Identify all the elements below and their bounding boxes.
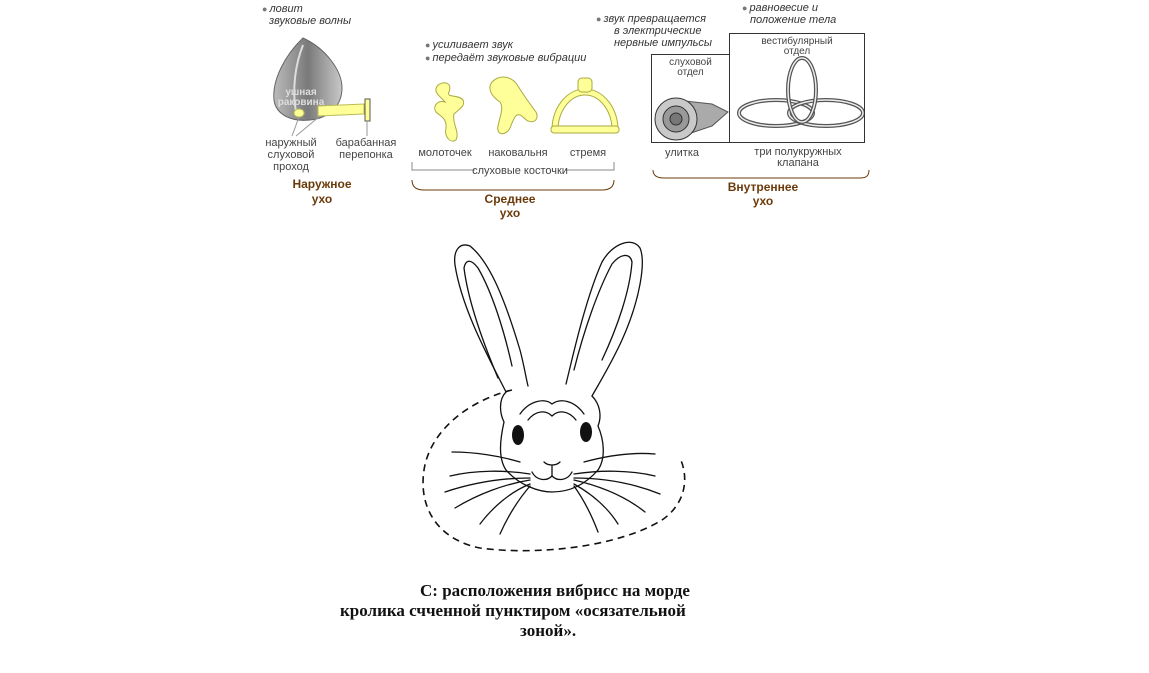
eardrum-label-line-1: барабанная — [335, 137, 397, 149]
semicircular-canals-drawing — [737, 56, 865, 128]
rabbit-caption-line-3: зоной». — [520, 621, 577, 640]
vestibular-section-box — [729, 33, 865, 143]
malleus-label: молоточек — [418, 147, 472, 159]
outer-ear-note-line-2: звуковые волны — [269, 15, 352, 27]
tactile-zone-outline — [422, 389, 686, 552]
ear-canal-drawing — [293, 103, 365, 118]
vestibular-section-label-1: вестибулярный — [761, 36, 833, 47]
middle-ear-title-line-1: Среднее — [484, 192, 536, 206]
middle-ear-note-2: передаёт звуковые вибрации — [425, 52, 586, 64]
outer-ear-note-line-1: ловит — [262, 3, 302, 15]
auditory-section-label-1: слуховой — [669, 57, 712, 68]
ear-canal-label-line-3: проход — [273, 161, 309, 173]
outer-ear-title-line-1: Наружное — [292, 177, 352, 191]
eardrum-drawing — [364, 98, 371, 122]
rabbit-left-eye — [512, 425, 524, 445]
inner-ear-title-line-2: ухо — [752, 194, 774, 208]
cochlea-label: улитка — [664, 147, 700, 159]
pinna-drawing — [273, 37, 343, 121]
rabbit-caption-line-2: кролика счченной пунктиром «осязательной — [340, 601, 686, 620]
inner-ear-note-left-2: в электрические — [614, 25, 702, 37]
vestibular-section-label-2: отдел — [783, 46, 811, 57]
rabbit-drawing — [444, 241, 661, 535]
canals-label-line-1: три полукружных — [754, 146, 842, 158]
malleus-drawing — [434, 82, 465, 142]
incus-drawing — [489, 76, 538, 135]
middle-ear-title-line-2: ухо — [499, 206, 521, 220]
inner-ear-note-right-1: равновесие и — [742, 2, 818, 14]
canals-label-line-2: клапана — [777, 157, 819, 169]
auditory-section-label-2: отдел — [677, 67, 704, 78]
rabbit-right-eye — [580, 422, 592, 442]
ossicles-bracket — [411, 162, 615, 171]
inner-ear-note-right-2: положение тела — [750, 14, 837, 26]
pinna-label-line-1: ушная — [285, 87, 317, 98]
incus-label: наковальня — [488, 147, 548, 159]
inner-ear-note-left-3: нервные импульсы — [614, 37, 713, 49]
eardrum-label-line-2: перепонка — [339, 149, 393, 161]
stapes-label: стремя — [569, 147, 607, 159]
inner-ear-note-left-1: звук превращается — [596, 13, 706, 25]
cochlea-drawing — [654, 97, 729, 141]
pinna-label-line-2: раковина — [277, 97, 325, 108]
ear-canal-label-line-2: слуховой — [267, 149, 315, 161]
stapes-drawing — [550, 77, 620, 134]
ossicles-label: слуховые косточки — [472, 165, 568, 177]
ear-canal-label-line-1: наружный — [265, 137, 317, 149]
inner-ear-title-line-1: Внутреннее — [727, 180, 799, 194]
middle-ear-note-1: усиливает звук — [425, 39, 512, 51]
middle-ear-bracket — [411, 179, 615, 191]
inner-ear-bracket — [652, 169, 870, 179]
outer-ear-title-line-2: ухо — [311, 192, 333, 206]
rabbit-caption-line-1: C: расположения вибрисс на морде — [420, 581, 690, 600]
